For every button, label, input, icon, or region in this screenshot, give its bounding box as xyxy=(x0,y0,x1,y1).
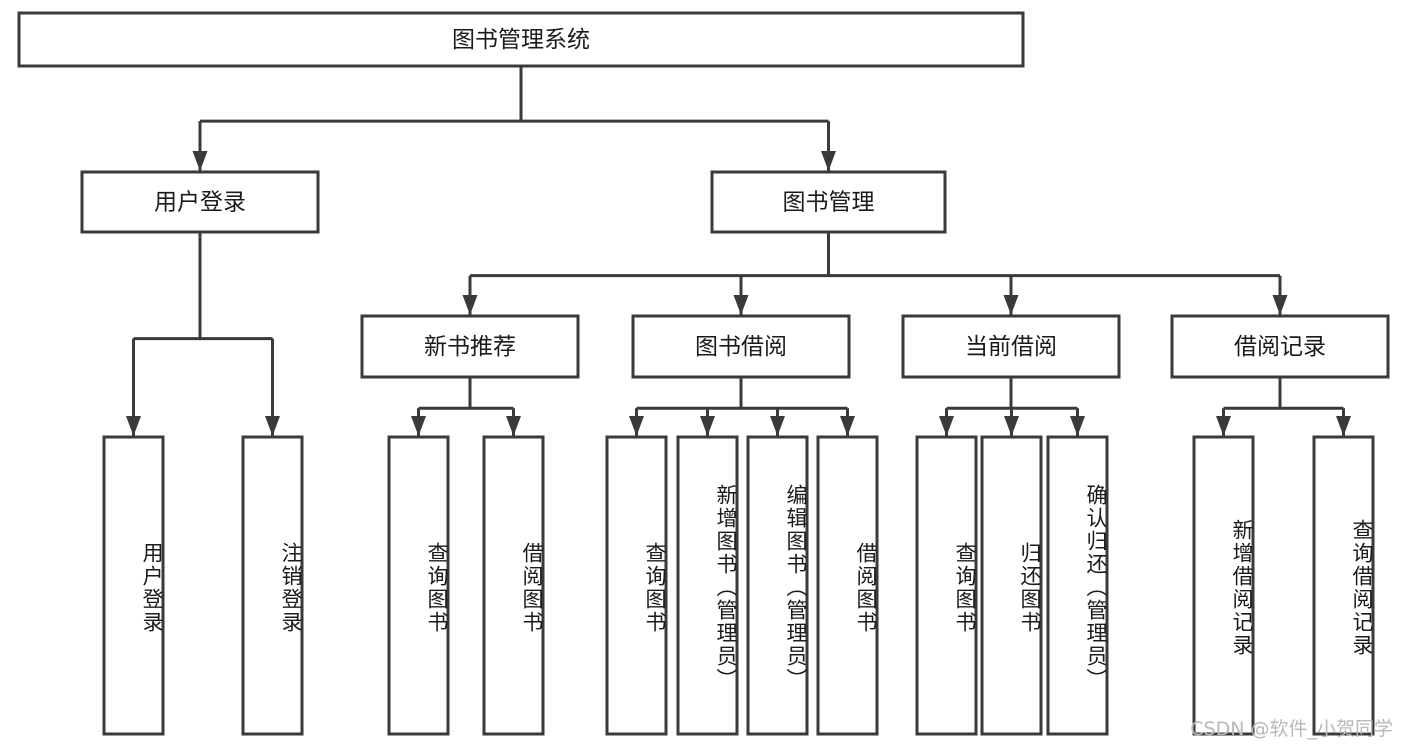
node-borrow-record[interactable]: 借阅记录 xyxy=(1170,314,1390,379)
arrow-head-icon xyxy=(1336,416,1351,436)
node-label-user-login: 用户登录 xyxy=(154,190,246,216)
node-leaf-user-login[interactable] xyxy=(102,435,165,736)
node-leaf-return-book[interactable] xyxy=(980,435,1043,736)
arrow-head-icon xyxy=(462,295,478,315)
node-label-current-borrow: 当前借阅 xyxy=(965,334,1057,360)
node-label-book-manage: 图书管理 xyxy=(783,190,875,216)
node-leaf-edit-book-admin[interactable] xyxy=(746,435,809,736)
node-box-leaf-user-login[interactable] xyxy=(102,435,165,736)
node-root[interactable]: 图书管理系统 xyxy=(17,11,1025,68)
node-box-root[interactable] xyxy=(17,11,1025,68)
node-box-leaf-borrow-book-new[interactable] xyxy=(482,435,545,736)
arrow-head-icon xyxy=(1216,416,1231,436)
arrow-head-icon xyxy=(1272,295,1288,315)
arrow-head-icon xyxy=(192,151,208,171)
arrow-head-icon xyxy=(821,151,836,171)
arrow-head-icon xyxy=(126,416,141,436)
arrow-head-icon xyxy=(733,295,749,315)
node-box-leaf-add-record[interactable] xyxy=(1192,435,1255,736)
node-box-book-manage[interactable] xyxy=(710,170,947,234)
arrow-head-icon xyxy=(265,416,280,436)
node-leaf-add-book-admin[interactable] xyxy=(676,435,739,736)
node-box-current-borrow[interactable] xyxy=(901,314,1121,379)
arrow-head-icon xyxy=(1070,416,1085,436)
node-label-new-book-recommend: 新书推荐 xyxy=(424,334,516,360)
node-leaf-query-book-bb[interactable] xyxy=(605,435,668,736)
node-box-leaf-query-book-bb[interactable] xyxy=(605,435,668,736)
arrow-head-icon xyxy=(939,416,954,436)
node-leaf-borrow-book-bb[interactable] xyxy=(816,435,879,736)
node-box-new-book-recommend[interactable] xyxy=(360,314,580,379)
node-box-leaf-edit-book-admin[interactable] xyxy=(746,435,809,736)
node-leaf-query-record[interactable] xyxy=(1312,435,1375,736)
node-box-leaf-query-book-new[interactable] xyxy=(387,435,450,736)
node-leaf-query-book-new[interactable] xyxy=(387,435,450,736)
node-current-borrow[interactable]: 当前借阅 xyxy=(901,314,1121,379)
node-box-borrow-record[interactable] xyxy=(1170,314,1390,379)
arrow-head-icon xyxy=(700,416,715,436)
node-box-book-borrow[interactable] xyxy=(631,314,851,379)
node-box-user-login[interactable] xyxy=(80,170,320,234)
arrow-head-icon xyxy=(411,416,426,436)
node-label-root: 图书管理系统 xyxy=(452,27,590,53)
node-box-leaf-logout[interactable] xyxy=(241,435,304,736)
arrow-head-icon xyxy=(1004,416,1019,436)
node-leaf-borrow-book-new[interactable] xyxy=(482,435,545,736)
arrow-head-icon xyxy=(629,416,644,436)
node-box-leaf-return-book[interactable] xyxy=(980,435,1043,736)
node-box-leaf-borrow-book-bb[interactable] xyxy=(816,435,879,736)
node-label-book-borrow: 图书借阅 xyxy=(695,334,787,360)
node-book-borrow[interactable]: 图书借阅 xyxy=(631,314,851,379)
node-book-manage[interactable]: 图书管理 xyxy=(710,170,947,234)
node-leaf-add-record[interactable] xyxy=(1192,435,1255,736)
connector-layer xyxy=(126,66,1351,436)
arrow-head-icon xyxy=(770,416,785,436)
arrow-head-icon xyxy=(840,416,855,436)
node-box-leaf-query-book-cb[interactable] xyxy=(915,435,978,736)
node-label-borrow-record: 借阅记录 xyxy=(1234,334,1326,360)
node-user-login[interactable]: 用户登录 xyxy=(80,170,320,234)
arrow-head-icon xyxy=(1003,295,1019,315)
node-box-leaf-confirm-return[interactable] xyxy=(1046,435,1109,736)
node-leaf-logout[interactable] xyxy=(241,435,304,736)
node-leaf-query-book-cb[interactable] xyxy=(915,435,978,736)
node-new-book-recommend[interactable]: 新书推荐 xyxy=(360,314,580,379)
node-leaf-confirm-return[interactable] xyxy=(1046,435,1109,736)
node-box-leaf-add-book-admin[interactable] xyxy=(676,435,739,736)
arrow-head-icon xyxy=(506,416,521,436)
node-box-leaf-query-record[interactable] xyxy=(1312,435,1375,736)
